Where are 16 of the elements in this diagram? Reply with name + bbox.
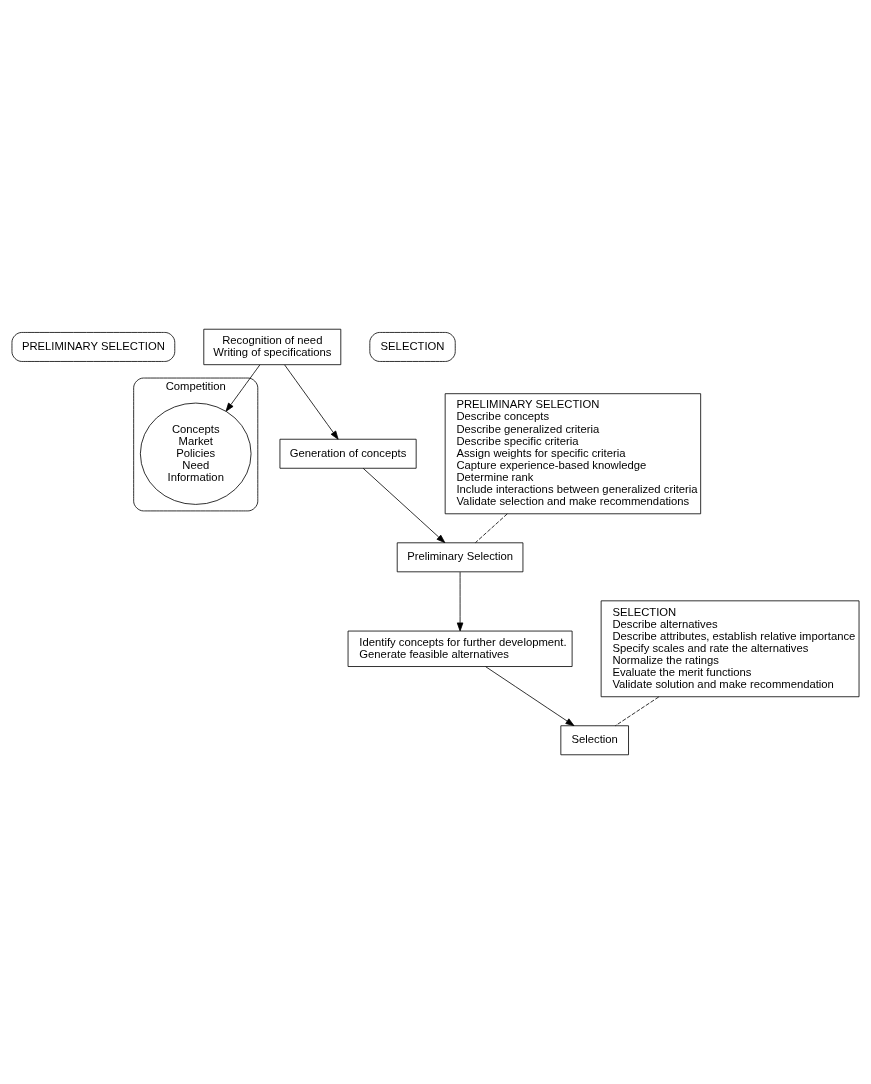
node-box: Recognition of need Writing of specifications <box>203 328 342 366</box>
node-box: Identify concepts for further development. Generate feasible alternatives <box>347 630 573 667</box>
node-box: PRELIMINARY SELECTION Describe concepts Describe generalized criteria Describe specific criteria Assign weights for specific criteria Capture experience-based knowledge Determine rank Include interactions between generalized criteria Validate selection and make recommendations <box>444 393 702 515</box>
node-box: SELECTION <box>369 332 456 362</box>
arrow <box>485 666 575 727</box>
node-box: Preliminary Selection <box>396 542 524 573</box>
arrow <box>225 364 261 412</box>
node-box: Selection <box>560 725 629 756</box>
arrow <box>284 364 339 440</box>
arrow <box>456 571 464 632</box>
connector <box>475 513 508 544</box>
connector <box>614 696 660 727</box>
node-box: Generation of concepts <box>279 438 417 469</box>
arrow <box>362 467 446 544</box>
node-box: SELECTION Describe alternatives Describe attributes, establish relative importance Specify scales and rate the alternatives Normalize the ratings Evaluate the merit functions Validate solution and make recommendation <box>600 600 860 698</box>
node-box: PRELIMINARY SELECTION <box>11 332 176 362</box>
